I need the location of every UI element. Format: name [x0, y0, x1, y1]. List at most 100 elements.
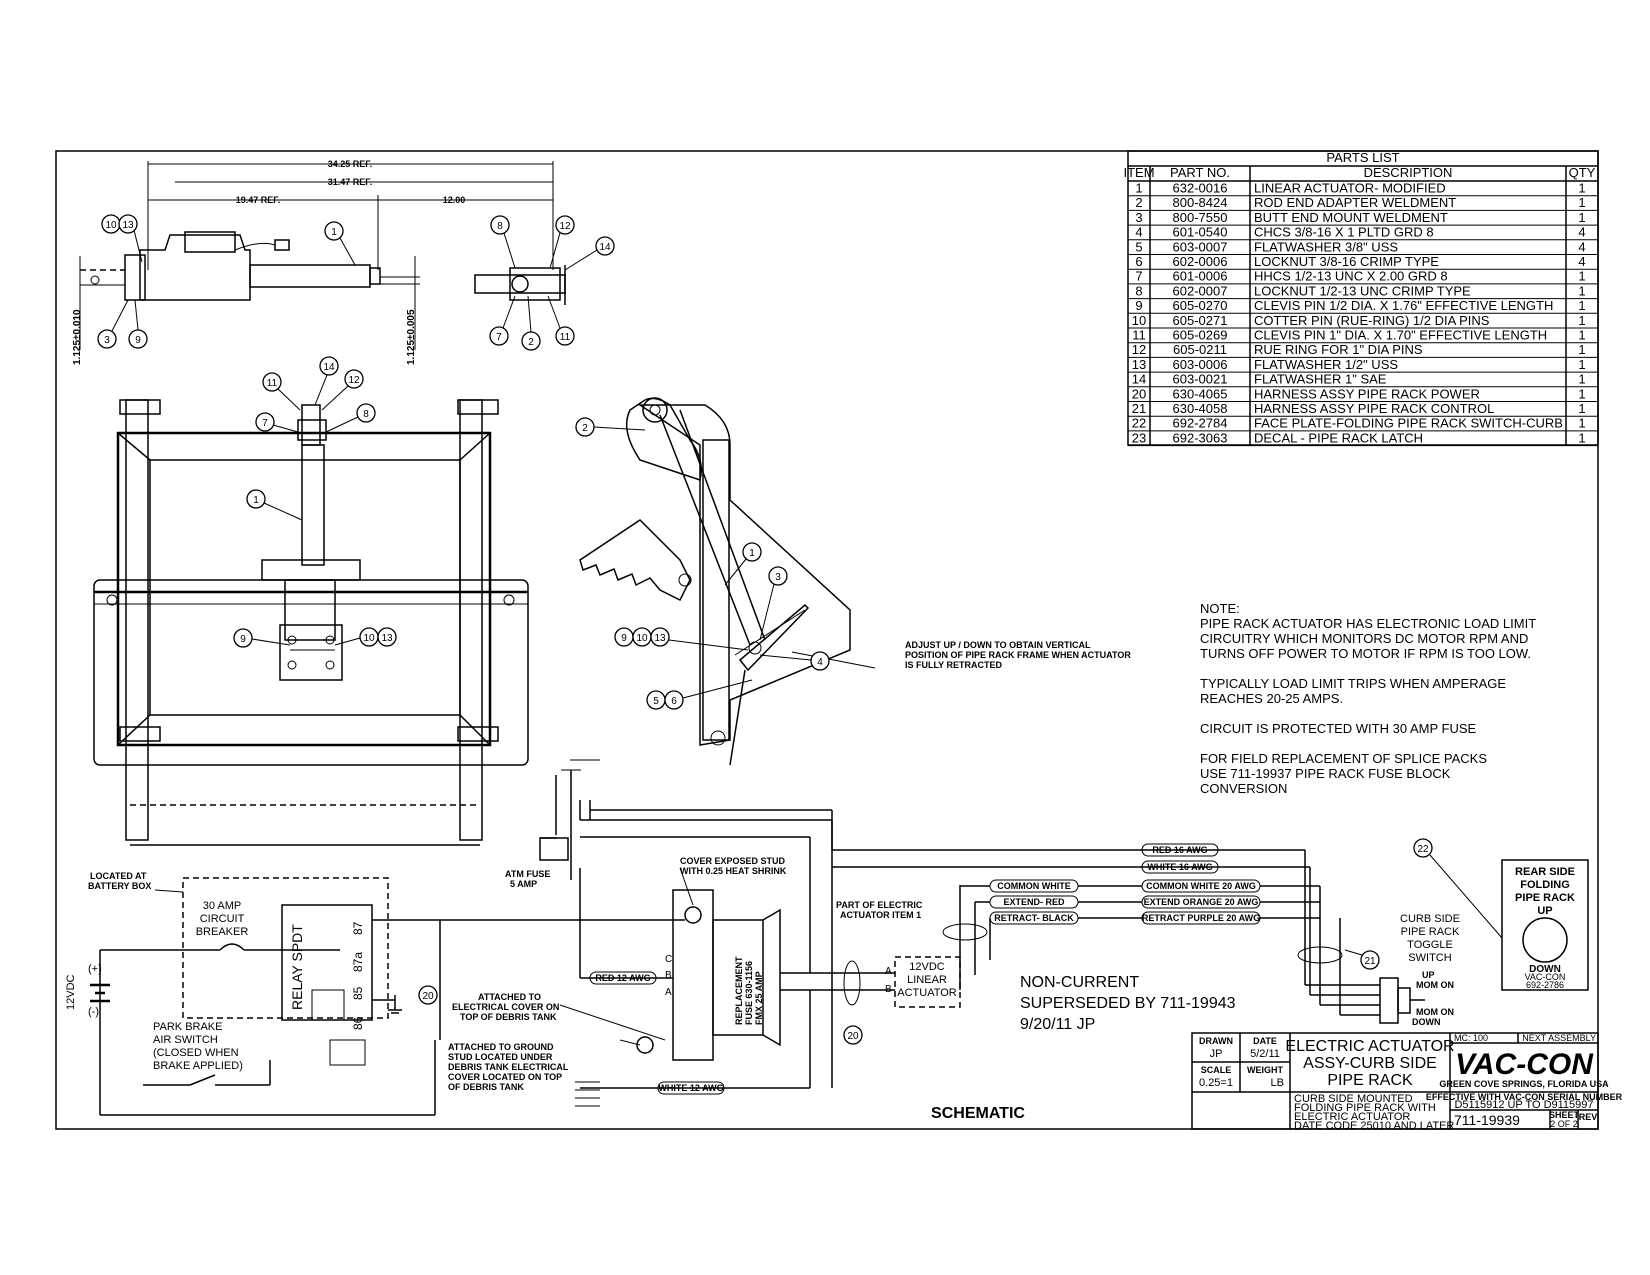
- svg-text:CURB SIDE: CURB SIDE: [1400, 913, 1460, 925]
- svg-text:FOLDING: FOLDING: [1520, 879, 1570, 891]
- parts-cell: 605-0211: [1173, 342, 1227, 357]
- svg-text:LINEAR: LINEAR: [907, 974, 947, 986]
- note-line: CIRCUIT IS PROTECTED WITH 30 AMP FUSE: [1200, 721, 1476, 736]
- svg-text:12VDC: 12VDC: [909, 961, 945, 973]
- balloon-4-pivot: 4: [759, 651, 830, 671]
- svg-text:3: 3: [104, 335, 110, 346]
- balloon-3-pivot: 3: [759, 566, 788, 641]
- parts-cell: 13: [1132, 357, 1146, 372]
- svg-text:20: 20: [847, 1031, 859, 1042]
- balloon-9-10-13-pivot: 9 10 13: [614, 627, 749, 651]
- svg-text:DATE CODE 25010 AND LATER: DATE CODE 25010 AND LATER: [1294, 1120, 1454, 1132]
- parts-cell: 14: [1132, 372, 1146, 387]
- parts-cell: 1: [1578, 430, 1585, 445]
- parts-header-cell: ITEM: [1123, 165, 1154, 180]
- dim-1-125-left: 1.125±0.010: [72, 309, 83, 365]
- svg-text:BREAKER: BREAKER: [196, 926, 249, 938]
- svg-text:5/2/11: 5/2/11: [1250, 1048, 1280, 1060]
- svg-text:TOGGLE: TOGGLE: [1407, 939, 1453, 951]
- parts-cell: 1: [1578, 328, 1585, 343]
- svg-text:UP: UP: [1537, 905, 1552, 917]
- parts-cell: 8: [1135, 283, 1142, 298]
- svg-text:STUD LOCATED UNDER: STUD LOCATED UNDER: [448, 1052, 553, 1062]
- svg-text:7: 7: [496, 332, 502, 343]
- svg-text:10: 10: [105, 220, 117, 231]
- svg-text:4: 4: [817, 657, 823, 668]
- parts-cell: DECAL - PIPE RACK LATCH: [1254, 430, 1423, 445]
- parts-cell: 1: [1578, 195, 1585, 210]
- dim-1-125-right: 1.125±0.005: [406, 309, 417, 365]
- parts-header-cell: PART NO.: [1170, 165, 1230, 180]
- svg-text:FMX 25 AMP: FMX 25 AMP: [754, 971, 764, 1025]
- svg-text:CURB SIDE MOUNTED: CURB SIDE MOUNTED: [1294, 1093, 1413, 1105]
- svg-text:22: 22: [1417, 844, 1429, 855]
- parts-cell: 4: [1578, 225, 1585, 240]
- svg-text:10: 10: [363, 633, 375, 644]
- parts-header-cell: QTY: [1569, 165, 1596, 180]
- parts-cell: 601-0006: [1173, 269, 1228, 284]
- svg-text:SHEET: SHEET: [1549, 1110, 1580, 1120]
- balloon-8-frame: 8: [325, 403, 376, 433]
- svg-text:87a: 87a: [351, 952, 365, 972]
- title-block: DRAWN JP DATE 5/2/11 SCALE 0.25=1 WEIGHT…: [1191, 1032, 1623, 1132]
- svg-text:UP: UP: [1422, 970, 1435, 980]
- parts-cell: 22: [1132, 416, 1146, 431]
- parts-cell: 20: [1132, 386, 1146, 401]
- svg-text:GREEN COVE SPRINGS, FLORIDA US: GREEN COVE SPRINGS, FLORIDA USA: [1439, 1079, 1609, 1089]
- parts-cell: 601-0540: [1173, 225, 1228, 240]
- parts-cell: 1: [1578, 357, 1585, 372]
- parts-cell: 1: [1578, 269, 1585, 284]
- svg-text:14: 14: [599, 242, 611, 253]
- svg-text:TOP OF DEBRIS TANK: TOP OF DEBRIS TANK: [460, 1012, 557, 1022]
- svg-text:20: 20: [422, 991, 434, 1002]
- parts-cell: 602-0006: [1173, 254, 1228, 269]
- svg-text:C: C: [665, 954, 672, 965]
- svg-text:LB: LB: [1271, 1077, 1284, 1089]
- parts-cell: 1: [1578, 210, 1585, 225]
- adjust-note: ADJUST UP / DOWN TO OBTAIN VERTICAL POSI…: [905, 640, 1131, 670]
- parts-cell: ROD END ADAPTER WELDMENT: [1254, 195, 1456, 210]
- svg-text:WITH 0.25 HEAT SHRINK: WITH 0.25 HEAT SHRINK: [680, 866, 787, 876]
- svg-text:JP: JP: [1210, 1048, 1223, 1060]
- svg-text:12: 12: [348, 375, 360, 386]
- svg-text:7: 7: [262, 418, 268, 429]
- parts-cell: 4: [1578, 239, 1585, 254]
- svg-text:13: 13: [654, 633, 666, 644]
- svg-text:5 AMP: 5 AMP: [510, 879, 537, 889]
- balloon-5-6-pivot: 5 6: [646, 679, 753, 710]
- note-line: USE 711-19937 PIPE RACK FUSE BLOCK: [1200, 766, 1451, 781]
- parts-cell: 1: [1578, 313, 1585, 328]
- svg-text:DRAWN: DRAWN: [1199, 1036, 1233, 1046]
- balloon-10-13-frame: 10 13: [334, 627, 397, 647]
- parts-cell: 11: [1132, 328, 1146, 343]
- svg-text:ATTACHED TO GROUND: ATTACHED TO GROUND: [448, 1042, 554, 1052]
- note-line: FOR FIELD REPLACEMENT OF SPLICE PACKS: [1200, 751, 1487, 766]
- svg-text:10: 10: [636, 633, 648, 644]
- svg-text:SWITCH: SWITCH: [1408, 952, 1451, 964]
- svg-text:PIPE RACK: PIPE RACK: [1515, 892, 1575, 904]
- drawing-title: ELECTRIC ACTUATOR: [1285, 1038, 1454, 1055]
- relay-label: RELAY SPDT: [289, 924, 305, 1010]
- parts-cell: 21: [1132, 401, 1146, 416]
- svg-text:8: 8: [497, 221, 503, 232]
- svg-text:COVER LOCATED ON TOP: COVER LOCATED ON TOP: [448, 1072, 562, 1082]
- note-line: REACHES 20-25 AMPS.: [1200, 691, 1343, 706]
- frame-top-view: [93, 399, 529, 846]
- svg-text:1: 1: [253, 495, 259, 506]
- parts-cell: 6: [1135, 254, 1142, 269]
- svg-text:RETRACT- BLACK: RETRACT- BLACK: [994, 913, 1074, 923]
- balloon-12-frame: 12: [321, 369, 364, 411]
- svg-text:RED 16 AWG: RED 16 AWG: [1152, 845, 1207, 855]
